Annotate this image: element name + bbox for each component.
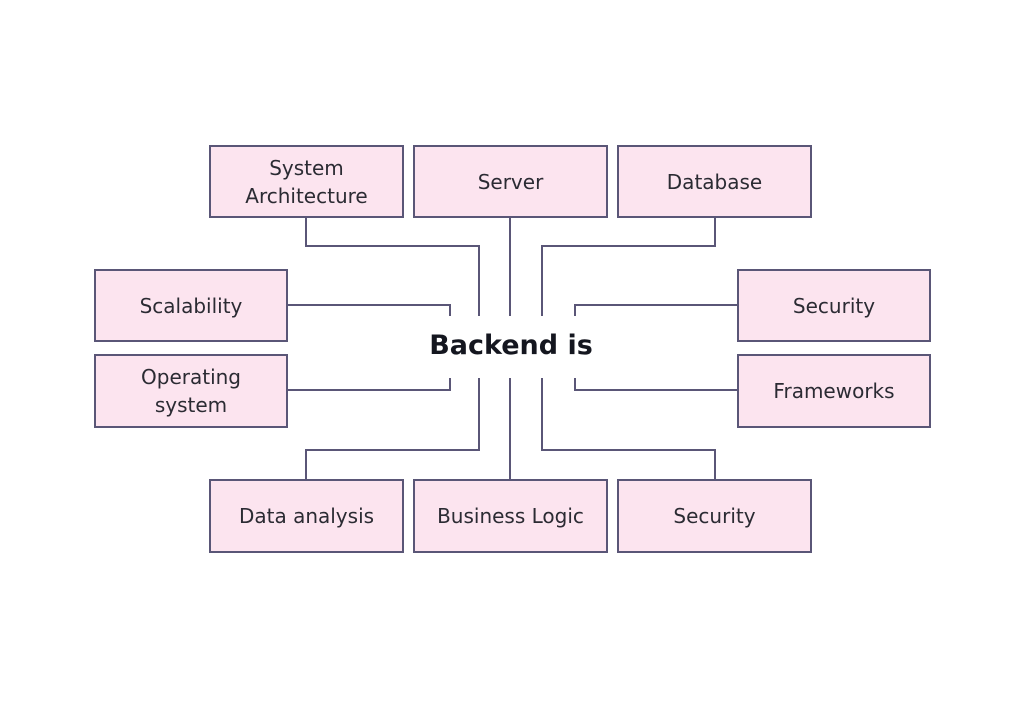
node-frameworks: Frameworks	[737, 354, 931, 428]
node-label: Frameworks	[773, 379, 895, 403]
connector-security-right	[574, 304, 737, 316]
node-label: Business Logic	[437, 504, 584, 528]
node-database: Database	[617, 145, 812, 218]
connector-data-analysis	[305, 378, 480, 479]
node-security-bottom: Security	[617, 479, 812, 553]
connector-frameworks	[574, 378, 737, 391]
node-system-architecture: System Architecture	[209, 145, 404, 218]
node-security-right: Security	[737, 269, 931, 342]
node-label: Database	[666, 169, 763, 194]
node-scalability: Scalability	[94, 269, 288, 342]
node-label: Operating system	[141, 365, 241, 417]
connector-scalability	[287, 304, 451, 316]
connector-database	[541, 217, 716, 316]
center-topic: Backend is	[420, 325, 602, 365]
node-operating-system: Operating system	[94, 354, 288, 428]
connector-system-architecture	[305, 217, 480, 316]
node-business-logic: Business Logic	[413, 479, 608, 553]
node-label: System Architecture	[245, 155, 368, 208]
connector-operating-system	[287, 378, 451, 391]
connector-security-bottom	[541, 378, 716, 479]
node-data-analysis: Data analysis	[209, 479, 404, 553]
node-server: Server	[413, 145, 608, 218]
node-label: Security	[673, 504, 756, 528]
node-label: Scalability	[139, 293, 243, 318]
center-topic-label: Backend is	[429, 329, 593, 361]
node-label: Data analysis	[238, 504, 375, 528]
node-label: Security	[792, 293, 876, 318]
node-label: Server	[477, 169, 544, 194]
